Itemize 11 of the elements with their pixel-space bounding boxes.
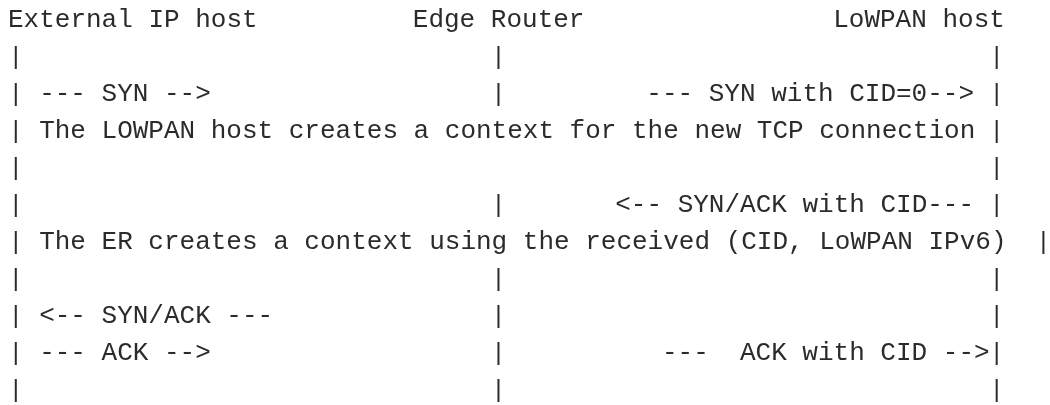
message-label: <-- SYN/ACK ---	[39, 301, 274, 331]
message-label: <-- SYN/ACK with CID---	[615, 190, 975, 220]
message-label: --- SYN with CID=0-->	[646, 79, 974, 109]
note-text: The LOWPAN host creates a context for the new TCP connection	[39, 116, 976, 146]
message-label: --- ACK with CID -->	[661, 338, 990, 368]
participant-label: External IP host	[8, 5, 258, 35]
message-label: --- ACK -->	[39, 338, 211, 368]
note-text: The ER creates a context using the received (CID, LoWPAN IPv6)	[39, 227, 1007, 257]
message-label: --- SYN -->	[39, 79, 211, 109]
participant-label: Edge Router	[412, 5, 585, 35]
participant-label: LoWPAN host	[833, 5, 1005, 35]
